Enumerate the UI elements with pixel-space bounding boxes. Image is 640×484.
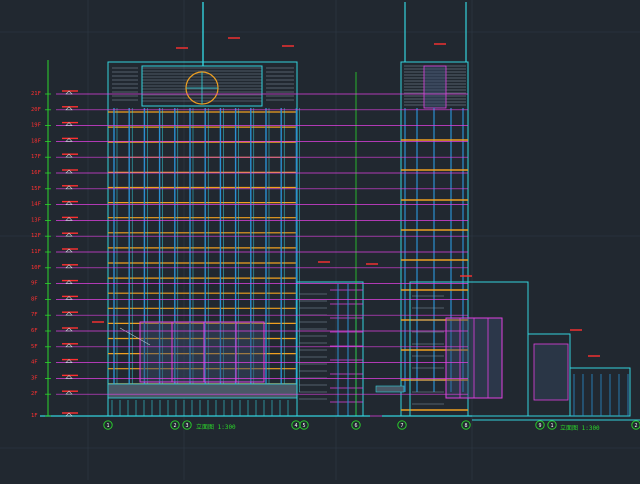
axis-label: 1 xyxy=(550,423,553,429)
right-tower-elevation xyxy=(375,2,469,417)
level-marker xyxy=(65,264,73,269)
lobby-glazing xyxy=(139,321,265,383)
floor-label: 16F xyxy=(31,170,41,176)
canopy xyxy=(107,383,298,399)
axis-label: 1 xyxy=(106,423,109,429)
drawing-captions: 立面图 1:300 立面图 1:300 xyxy=(196,423,600,432)
floor-labels: 1F 2F 3F 4F 5F 6F 7F 8F 9F 10F 11F 12F 13F 14F 15F 16F 1… xyxy=(31,91,41,419)
floor-label: 9F xyxy=(31,281,38,287)
low-wing-elevation xyxy=(409,281,640,421)
axis-label: 4 xyxy=(294,423,297,429)
level-marker xyxy=(65,153,73,158)
floor-label: 1F xyxy=(31,413,38,419)
podium-block xyxy=(296,72,364,417)
axis-bubble xyxy=(351,420,361,430)
level-marker xyxy=(65,359,73,363)
floor-label: 8F xyxy=(31,296,38,302)
right-canopy xyxy=(375,385,405,393)
floor-label: 17F xyxy=(31,154,41,160)
level-marker xyxy=(65,185,73,190)
axis-bubble xyxy=(299,420,309,430)
roof-crown xyxy=(141,65,263,107)
level-marker xyxy=(65,248,73,253)
axis-bubble xyxy=(461,420,471,430)
axis-label: 9 xyxy=(538,423,541,429)
level-marker xyxy=(65,137,73,142)
axis-bubble xyxy=(182,420,192,430)
axis-label: 7 xyxy=(400,423,403,429)
floor-label: 13F xyxy=(31,217,41,223)
left-elevation-caption: 立面图 1:300 xyxy=(196,423,236,431)
level-marker xyxy=(65,412,73,417)
dimension-annotations xyxy=(45,37,600,417)
level-marker xyxy=(65,201,73,205)
annex-glazing xyxy=(533,343,569,401)
axis-label: 2 xyxy=(634,423,637,429)
axis-bubble xyxy=(103,420,113,430)
level-marker xyxy=(65,390,73,395)
floor-label: 11F xyxy=(31,249,41,255)
pavilion-outline xyxy=(569,367,631,417)
left-tower-elevation xyxy=(107,2,300,417)
floor-label: 14F xyxy=(31,202,41,208)
axis-bubble xyxy=(170,420,180,430)
level-marker xyxy=(65,343,73,348)
right-elevation-caption: 立面图 1:300 xyxy=(560,424,600,432)
level-marker xyxy=(65,311,73,316)
level-marker xyxy=(65,295,73,300)
axis-label: 5 xyxy=(302,423,305,429)
floor-label: 19F xyxy=(31,123,41,129)
right-crown-panel xyxy=(423,65,447,109)
axis-bubble xyxy=(547,420,557,430)
axis-bubble xyxy=(397,420,407,430)
floor-label: 7F xyxy=(31,312,38,318)
level-marker xyxy=(65,327,73,332)
level-marker xyxy=(65,216,73,221)
floor-label: 5F xyxy=(31,344,38,350)
level-marker xyxy=(65,232,73,237)
floor-label: 21F xyxy=(31,91,41,97)
floor-label: 18F xyxy=(31,138,41,144)
level-marker xyxy=(65,90,73,95)
floor-label: 4F xyxy=(31,360,38,366)
floor-label: 12F xyxy=(31,233,41,239)
axis-label: 6 xyxy=(354,423,357,429)
floor-label: 10F xyxy=(31,265,41,271)
level-marker xyxy=(65,169,73,174)
level-marker xyxy=(65,106,73,111)
level-marker xyxy=(65,122,73,126)
floor-label: 6F xyxy=(31,328,38,334)
floor-label: 15F xyxy=(31,186,41,192)
floor-label: 3F xyxy=(31,375,38,381)
level-marker xyxy=(65,374,73,379)
floor-level-lines xyxy=(40,93,472,417)
axis-label: 2 xyxy=(173,423,176,429)
floor-label: 2F xyxy=(31,391,38,397)
podium-outline xyxy=(296,281,364,417)
axis-label: 3 xyxy=(185,423,188,429)
axis-bubble xyxy=(535,420,545,430)
floor-label: 20F xyxy=(31,107,41,113)
axis-label: 8 xyxy=(464,423,467,429)
level-marker xyxy=(65,280,73,284)
axis-bubble xyxy=(631,420,640,430)
